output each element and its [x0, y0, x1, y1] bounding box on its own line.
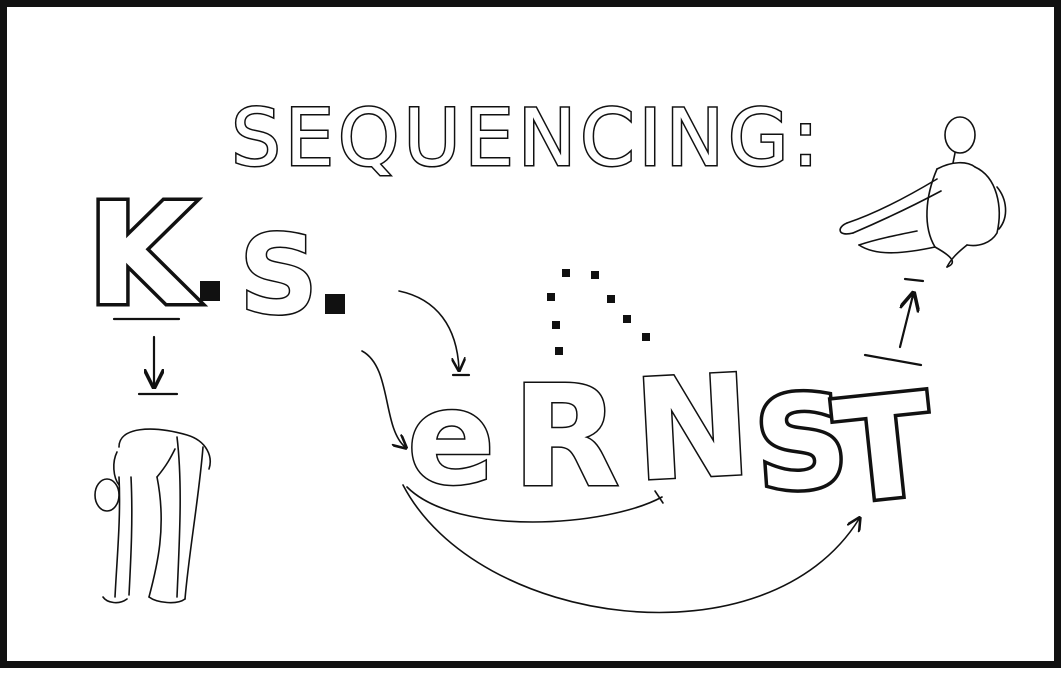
- title-text: SEQUENCING:: [231, 94, 822, 184]
- t-overline: [863, 353, 923, 367]
- curve-arrow-to-e-1: [398, 290, 459, 369]
- forward-bend-figure: [94, 428, 211, 604]
- seated-twist-figure: [839, 116, 1007, 268]
- letter-t: T: [828, 364, 940, 536]
- letter-n: N: [630, 345, 756, 514]
- initial-dot-1: [200, 281, 220, 301]
- curve-arrow-to-e-2: [361, 350, 405, 447]
- t-overline-2: [903, 277, 925, 283]
- letter-s: S: [750, 366, 852, 521]
- dotted-arch: [547, 269, 650, 355]
- t-up-arrow: [898, 295, 913, 349]
- letter-e: e: [407, 362, 495, 514]
- sequencing-diagram: SEQUENCING: K S e R N S T: [84, 93, 1007, 614]
- arc-e-to-t: [402, 484, 859, 614]
- arc-e-to-n: [406, 486, 663, 523]
- initial-dot-2: [325, 294, 345, 314]
- initial-k: K: [87, 174, 200, 337]
- initial-s: S: [239, 211, 318, 339]
- letter-r: R: [512, 356, 620, 519]
- arc-e-to-n-tick: [654, 490, 664, 504]
